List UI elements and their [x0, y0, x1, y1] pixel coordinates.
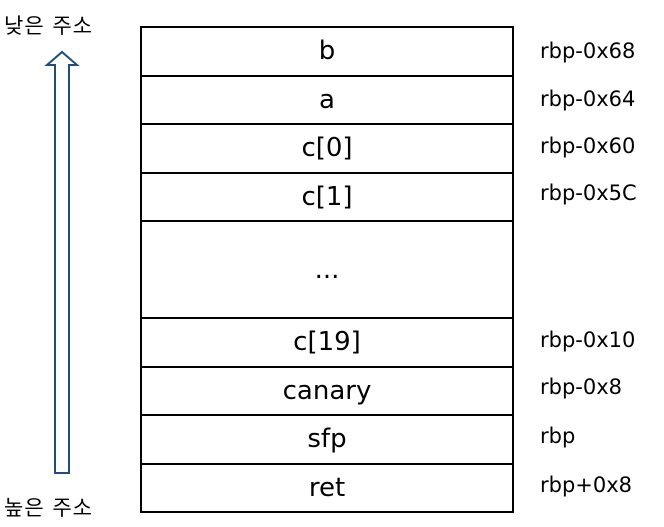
- stack-cell-label: a: [319, 84, 335, 115]
- stack-frame: b a c[0] c[1] ... c[19] canary sfp ret: [140, 26, 514, 513]
- stack-cell-label: canary: [282, 375, 372, 406]
- stack-cell-a: a: [140, 76, 514, 125]
- stack-cell-canary: canary: [140, 367, 514, 416]
- stack-cell-label: c[0]: [301, 133, 353, 164]
- stack-cell-label: ...: [314, 254, 340, 285]
- offset-label-c0: rbp-0x60: [540, 134, 636, 158]
- stack-cell-c0: c[0]: [140, 125, 514, 174]
- stack-cell-label: ret: [308, 472, 346, 503]
- offset-label-c19: rbp-0x10: [540, 328, 636, 352]
- offset-label-sfp: rbp: [540, 424, 576, 448]
- low-address-label: 낮은 주소: [4, 14, 93, 38]
- stack-cell-sfp: sfp: [140, 416, 514, 465]
- up-arrow-icon: [44, 50, 80, 474]
- offset-label-a: rbp-0x64: [540, 87, 636, 111]
- stack-cell-label: c[1]: [301, 181, 353, 212]
- stack-cell-label: sfp: [307, 424, 347, 455]
- offset-label-c1: rbp-0x5C: [540, 181, 637, 205]
- offset-label-ret: rbp+0x8: [540, 473, 633, 497]
- stack-cell-ret: ret: [140, 464, 514, 513]
- stack-cell-label: c[19]: [293, 327, 361, 358]
- stack-cell-b: b: [140, 28, 514, 77]
- stack-cell-c1: c[1]: [140, 173, 514, 222]
- high-address-label: 높은 주소: [4, 496, 93, 520]
- stack-cell-ellipsis: ...: [140, 222, 514, 319]
- offset-label-b: rbp-0x68: [540, 39, 636, 63]
- stack-cell-label: b: [318, 36, 336, 67]
- stack-cell-c19: c[19]: [140, 319, 514, 368]
- offset-label-canary: rbp-0x8: [540, 375, 623, 399]
